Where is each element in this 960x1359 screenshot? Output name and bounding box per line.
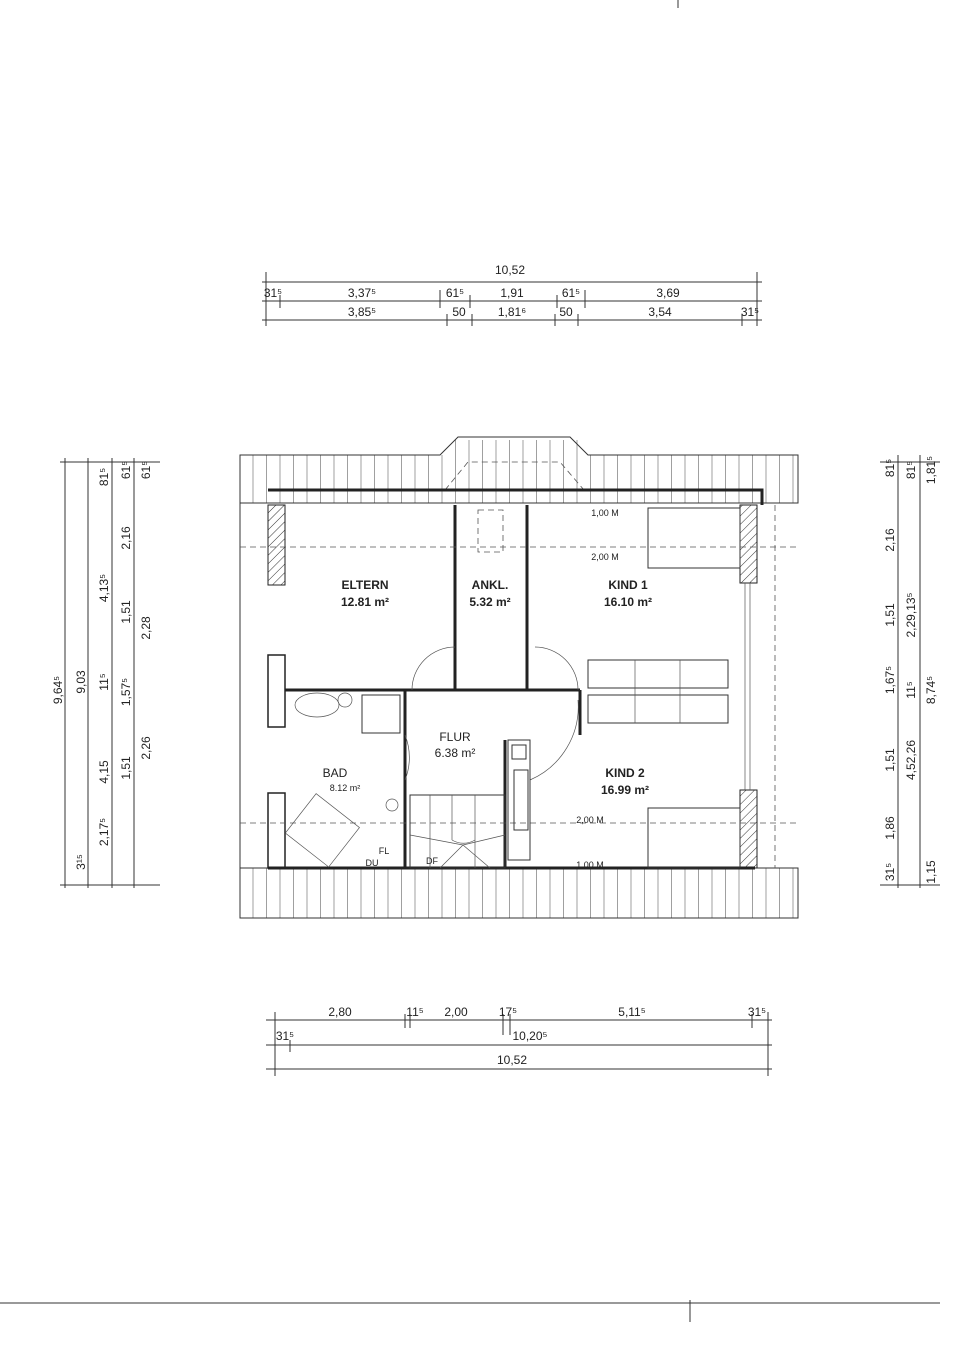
dim: 2,16	[119, 526, 133, 550]
dim: 4,15	[97, 760, 111, 784]
page-frame	[0, 0, 940, 1322]
dim: 3,69	[656, 286, 680, 300]
dim: 2,28	[139, 616, 153, 640]
dim: 1,67⁵	[883, 666, 897, 694]
room-area-ankl: 5.32 m²	[469, 595, 510, 609]
dim: 2,17⁵	[97, 818, 111, 846]
dim: 3,37⁵	[348, 286, 376, 300]
room-name-ankl: ANKL.	[472, 578, 509, 592]
dim: 2,00	[444, 1005, 468, 1019]
dim: 1,81⁵	[924, 456, 938, 484]
dim: 9,03	[74, 670, 88, 694]
room-name-kind1: KIND 1	[608, 578, 648, 592]
room-name-eltern: ELTERN	[341, 578, 388, 592]
dim: 31⁵	[748, 1005, 766, 1019]
dim: 11⁵	[904, 681, 918, 698]
dim: 8,74⁵	[924, 676, 938, 704]
height-mark: 1,00 M	[576, 860, 604, 870]
dim: 17⁵	[499, 1005, 517, 1019]
label-fl: FL	[379, 846, 390, 856]
dim: 81⁵	[97, 468, 111, 486]
dim: 2,29,13⁵	[904, 592, 918, 637]
dim: 50	[452, 305, 466, 319]
dim: 61⁵	[562, 286, 580, 300]
dim: 11⁵	[406, 1005, 423, 1019]
dim: 1,51	[883, 748, 897, 772]
dim: 1,91	[500, 286, 524, 300]
label-df: DF	[426, 856, 438, 866]
dim: 61⁵	[139, 461, 153, 479]
dim: 61⁵	[446, 286, 464, 300]
dim: 1,86	[883, 816, 897, 840]
room-area-kind1: 16.10 m²	[604, 595, 652, 609]
dim: 10,20⁵	[512, 1029, 547, 1043]
height-mark: 2,00 M	[576, 815, 604, 825]
dim: 31⁵	[741, 305, 759, 319]
height-mark: 2,00 M	[591, 552, 619, 562]
dim: 31⁵	[264, 286, 282, 300]
dim: 1,51	[883, 603, 897, 627]
dim: 81⁵	[904, 461, 918, 479]
dim: 3,85⁵	[348, 305, 376, 319]
dim: 31⁵	[883, 863, 897, 881]
room-name-flur: FLUR	[439, 730, 471, 744]
dim: 3,54	[648, 305, 672, 319]
dim: 81⁵	[883, 459, 897, 477]
top-dimension-chain: 10,52 31⁵ 3,37⁵ 61⁵ 1,91 61⁵ 3,69 3,85⁵ …	[262, 263, 762, 326]
dim: 31⁵	[276, 1029, 294, 1043]
dim-total: 10,52	[495, 263, 525, 277]
right-dimension-chain: 81⁵ 2,16 1,51 1,67⁵ 1,51 1,86 31⁵ 81⁵ 2,…	[880, 455, 940, 888]
dim: 1,81⁶	[498, 305, 526, 319]
room-area-bad: 8.12 m²	[330, 783, 361, 793]
room-name-bad: BAD	[323, 766, 348, 780]
dim: 1,57⁵	[119, 678, 133, 706]
room-area-kind2: 16.99 m²	[601, 783, 649, 797]
dim: 4,52,26	[904, 740, 918, 780]
dim: 1,51	[119, 600, 133, 624]
dim: 5,11⁵	[618, 1005, 645, 1019]
dim: 11⁵	[97, 673, 111, 690]
room-area-flur: 6.38 m²	[435, 746, 476, 760]
dim: 3¹⁵	[74, 854, 88, 870]
bottom-dimension-chain: 2,80 11⁵ 2,00 17⁵ 5,11⁵ 31⁵ 31⁵ 10,20⁵ 1…	[266, 1005, 772, 1076]
dim: 2,16	[883, 528, 897, 552]
dim: 4,13⁵	[97, 574, 111, 602]
dim: 50	[559, 305, 573, 319]
height-mark: 1,00 M	[591, 508, 619, 518]
dim: 1,51	[119, 756, 133, 780]
left-dimension-chain: 9,64⁵ 9,03 3¹⁵ 81⁵ 4,13⁵ 11⁵ 4,15 2,17⁵ …	[51, 458, 160, 888]
dim-total: 10,52	[497, 1053, 527, 1067]
dim: 2,26	[139, 736, 153, 760]
dim: 9,64⁵	[51, 676, 65, 704]
roof-hatch	[252, 440, 794, 918]
room-area-eltern: 12.81 m²	[341, 595, 389, 609]
label-du: DU	[366, 858, 379, 868]
plan: ELTERN 12.81 m² ANKL. 5.32 m² KIND 1 16.…	[239, 436, 799, 919]
room-name-kind2: KIND 2	[605, 766, 645, 780]
dim: 1,15	[924, 860, 938, 884]
dim: 61⁵	[119, 461, 133, 479]
dim: 2,80	[328, 1005, 352, 1019]
